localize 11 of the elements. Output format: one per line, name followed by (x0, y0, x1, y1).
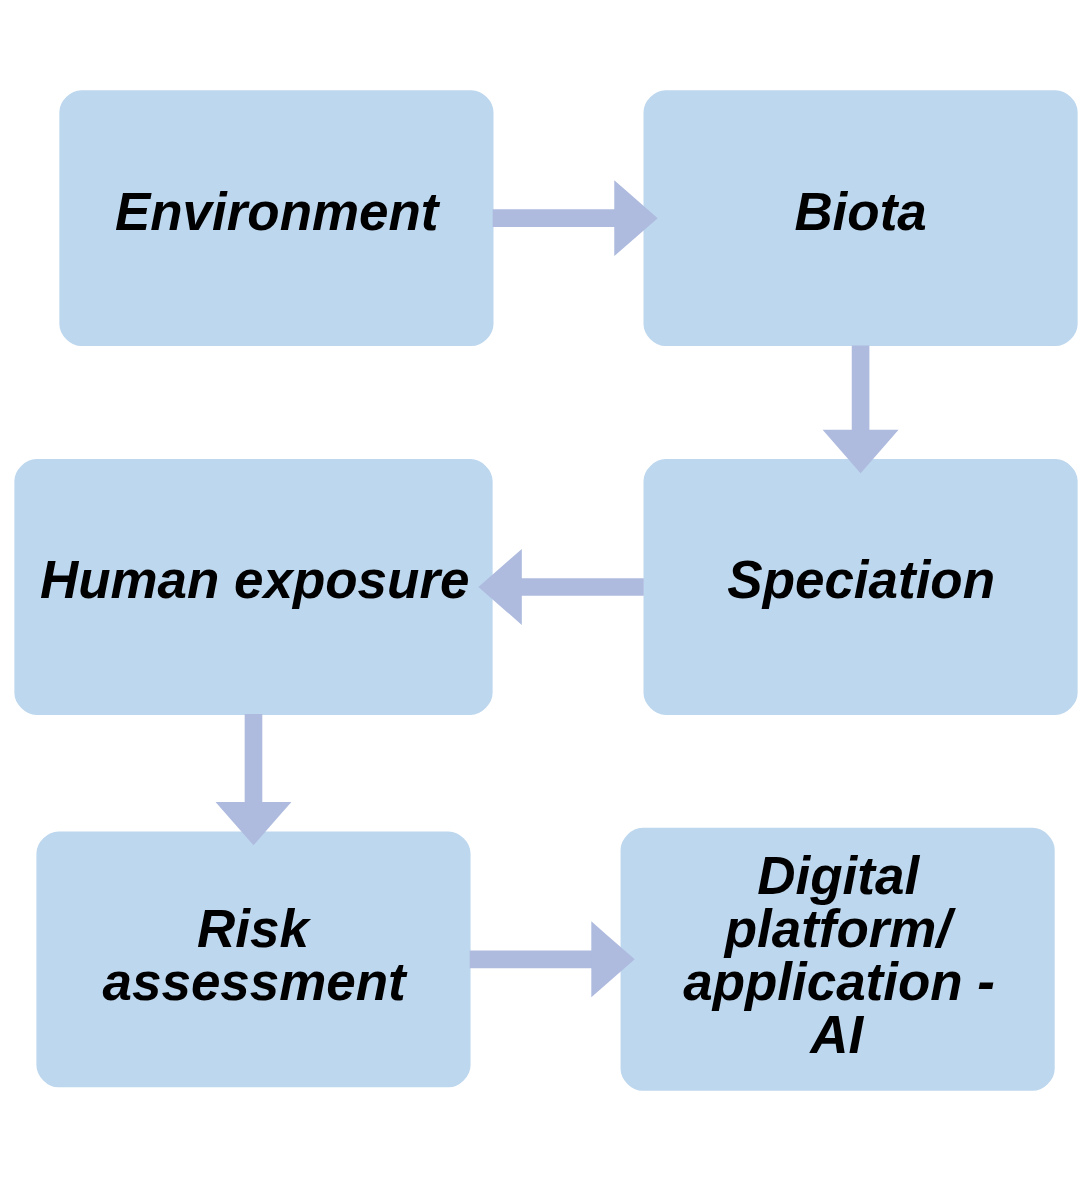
node-box: Biota (643, 89, 1078, 346)
node-box: Environment (59, 89, 494, 346)
node-box: Risk assessment (36, 830, 471, 1087)
arrow (478, 548, 644, 625)
arrow (215, 713, 292, 845)
arrow (492, 179, 658, 256)
node-box: Speciation (643, 458, 1078, 715)
node-box: Human exposure (14, 458, 493, 715)
arrow (822, 345, 899, 473)
arrow (469, 920, 635, 997)
node-box: Digital platform/ application - AI (620, 827, 1055, 1091)
